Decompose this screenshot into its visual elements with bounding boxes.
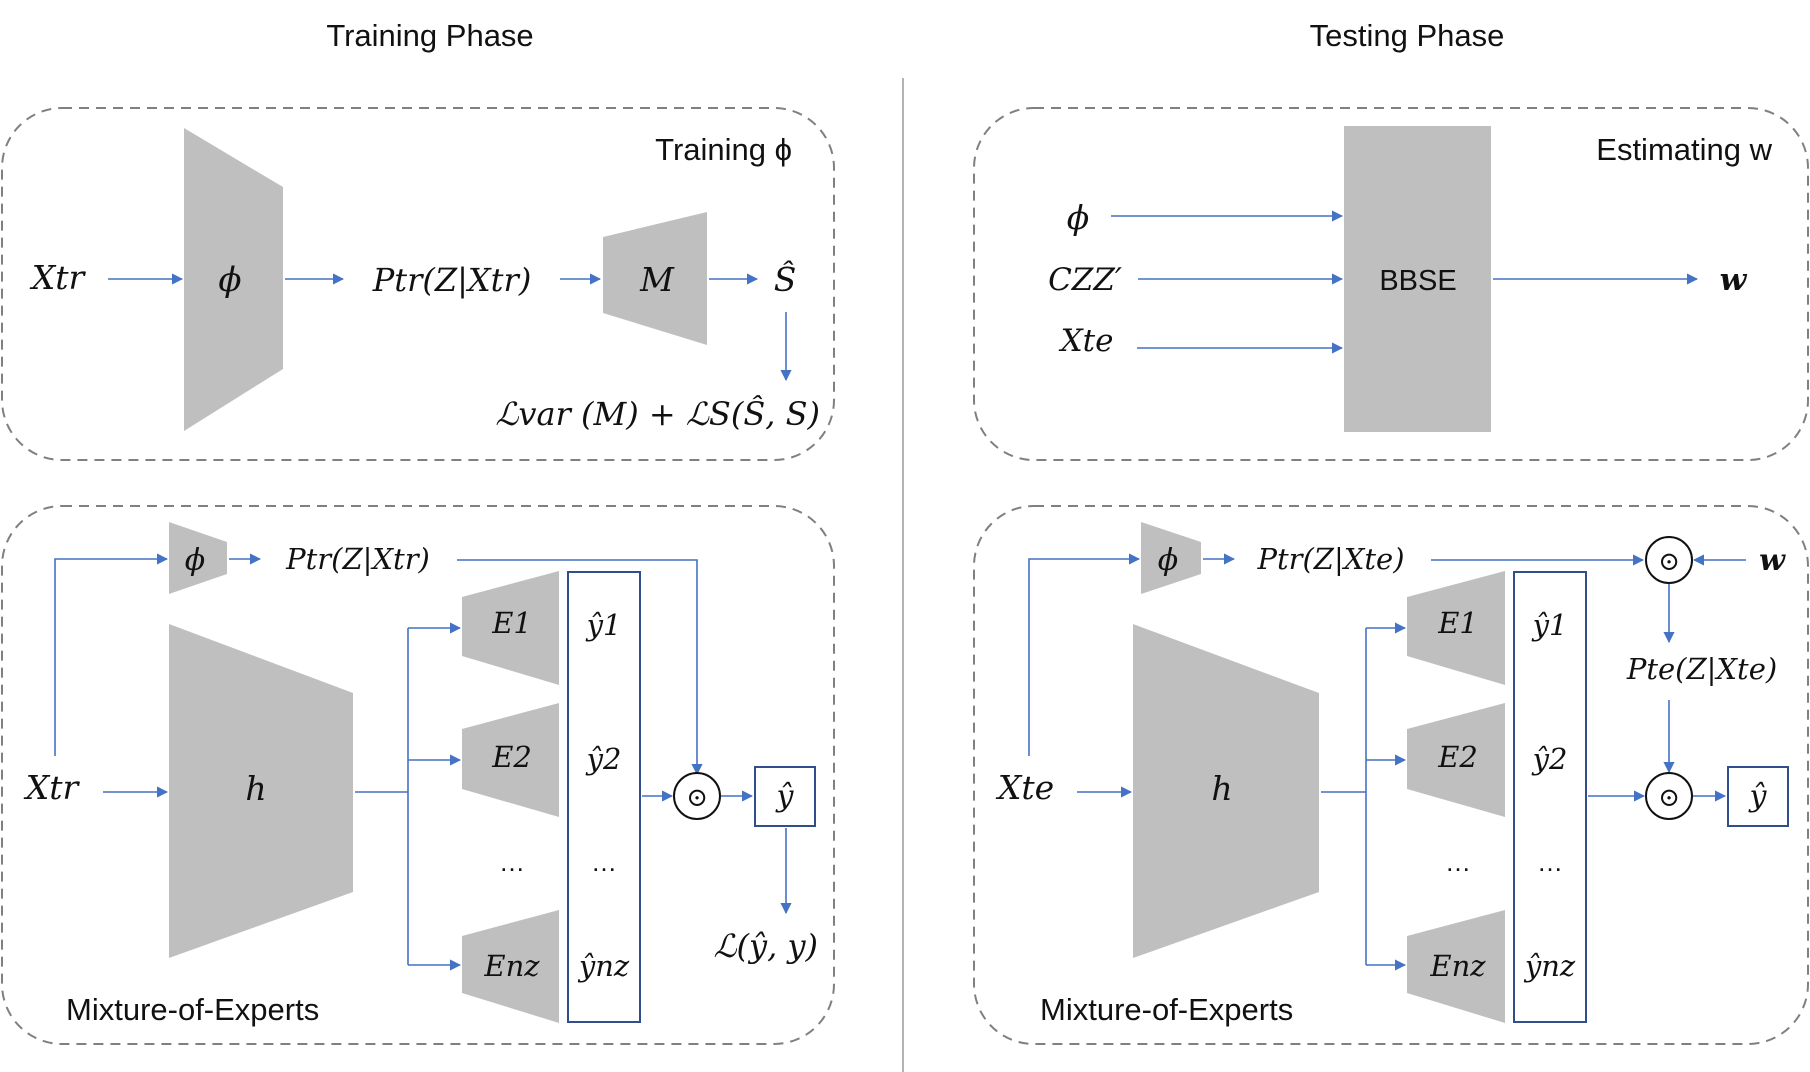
test-predictions-box: [1513, 571, 1587, 1023]
training-moe-panel: Xtr ϕ Ptr(Z|Xtr) h E1 E2 … Enz ŷ1 ŷ2 … ŷ…: [1, 505, 835, 1045]
expert-2-block: [462, 703, 559, 817]
training-moe-loss: ℒ(ŷ, y): [713, 927, 818, 965]
test-prediction-ellipsis: …: [1537, 847, 1563, 877]
reweight-node: [1645, 536, 1693, 584]
training-output-box: [754, 766, 816, 827]
expert-1-block: [462, 571, 559, 685]
testing-output-y-hat: ŷ: [1748, 779, 1768, 814]
test-expert-n-block: [1407, 910, 1505, 1023]
model-m-block: [603, 212, 707, 345]
testing-moe-posterior: Ptr(Z|Xte): [1256, 542, 1404, 576]
expert-1-label: E1: [491, 606, 532, 640]
test-backbone-h-block: [1133, 624, 1319, 958]
bbse-label: BBSE: [1379, 265, 1456, 297]
test-expert-ellipsis: …: [1445, 847, 1471, 877]
training-moe-label: Mixture-of-Experts: [66, 992, 319, 1027]
combine-symbol: ⊙: [686, 783, 708, 813]
test-expert-2-block: [1407, 703, 1505, 817]
phi-encoder-label: ϕ: [218, 260, 241, 300]
training-phase-title: Training Phase: [326, 18, 533, 53]
predictions-box: [567, 571, 641, 1023]
test-backbone-h-label: h: [1211, 769, 1232, 808]
adjusted-posterior: Pte(Z|Xte): [1626, 652, 1777, 686]
prediction-2: ŷ2: [585, 742, 622, 776]
training-phi-panel: Training ϕ Xtr ϕ Ptr(Z|Xtr) M Ŝ ℒvar (M)…: [1, 107, 835, 461]
training-phi-title: Training ϕ: [655, 132, 792, 167]
test-phi-small-label: ϕ: [1158, 543, 1178, 578]
test-prediction-2: ŷ2: [1531, 742, 1568, 776]
bbse-block: [1344, 126, 1491, 432]
test-combine-node: [1645, 772, 1693, 820]
testing-phase-title: Testing Phase: [1310, 18, 1505, 53]
training-phi-loss: ℒvar (M) + ℒS(Ŝ, S): [495, 395, 820, 433]
output-s-hat: Ŝ: [774, 259, 797, 299]
bbse-input-phi: ϕ: [1067, 198, 1090, 237]
arrow-xte-to-phi-small: [1028, 553, 1141, 756]
model-m-label: M: [639, 260, 675, 299]
test-expert-2-label: E2: [1437, 740, 1478, 774]
expert-2-label: E2: [491, 740, 532, 774]
training-posterior: Ptr(Z|Xtr): [372, 261, 532, 299]
prediction-ellipsis: …: [591, 847, 617, 877]
prediction-n: ŷnz: [577, 949, 630, 983]
expert-n-block: [462, 910, 559, 1023]
combine-node: [673, 772, 721, 820]
prediction-1: ŷ1: [585, 608, 622, 642]
training-input-x: Xtr: [29, 258, 87, 297]
phi-encoder-block: [184, 128, 283, 431]
reweight-symbol: ⊙: [1658, 547, 1680, 577]
expert-ellipsis: …: [499, 847, 525, 877]
arrow-posterior-to-combine: [457, 559, 703, 776]
training-moe-region: [1, 505, 835, 1045]
test-prediction-1: ŷ1: [1531, 608, 1568, 642]
test-phi-small-block: [1141, 522, 1201, 594]
testing-moe-panel: Xte ϕ Ptr(Z|Xte) ⊙ w Pte(Z|Xte) h E1 E2 …: [973, 505, 1809, 1045]
estimating-w-title: Estimating w: [1596, 132, 1772, 167]
backbone-h-label: h: [245, 769, 266, 808]
expert-n-label: Enz: [483, 949, 540, 983]
training-moe-input: Xtr: [23, 768, 81, 807]
bbse-input-xte: Xte: [1059, 323, 1114, 359]
test-expert-1-label: E1: [1437, 606, 1478, 640]
phi-small-label: ϕ: [185, 543, 205, 578]
arrow-x-to-phi-small: [54, 553, 169, 756]
test-expert-1-block: [1407, 571, 1505, 685]
backbone-h-block: [169, 624, 353, 958]
estimating-w-region: [973, 107, 1809, 461]
testing-output-box: [1727, 766, 1789, 827]
training-moe-posterior: Ptr(Z|Xtr): [285, 542, 430, 576]
bbse-output-w: w: [1720, 262, 1748, 298]
bbse-input-czz: CZZ′: [1048, 262, 1122, 298]
testing-moe-w: w: [1759, 543, 1786, 578]
training-output-y-hat: ŷ: [775, 779, 795, 814]
test-prediction-n: ŷnz: [1523, 949, 1576, 983]
testing-moe-input: Xte: [995, 768, 1054, 807]
test-expert-n-label: Enz: [1429, 949, 1486, 983]
test-combine-symbol: ⊙: [1658, 783, 1680, 813]
training-phi-region: [1, 107, 835, 461]
testing-moe-region: [973, 505, 1809, 1045]
estimating-w-panel: Estimating w ϕ CZZ′ Xte BBSE w: [973, 107, 1809, 461]
phi-small-block: [169, 522, 227, 594]
testing-moe-label: Mixture-of-Experts: [1040, 992, 1293, 1027]
